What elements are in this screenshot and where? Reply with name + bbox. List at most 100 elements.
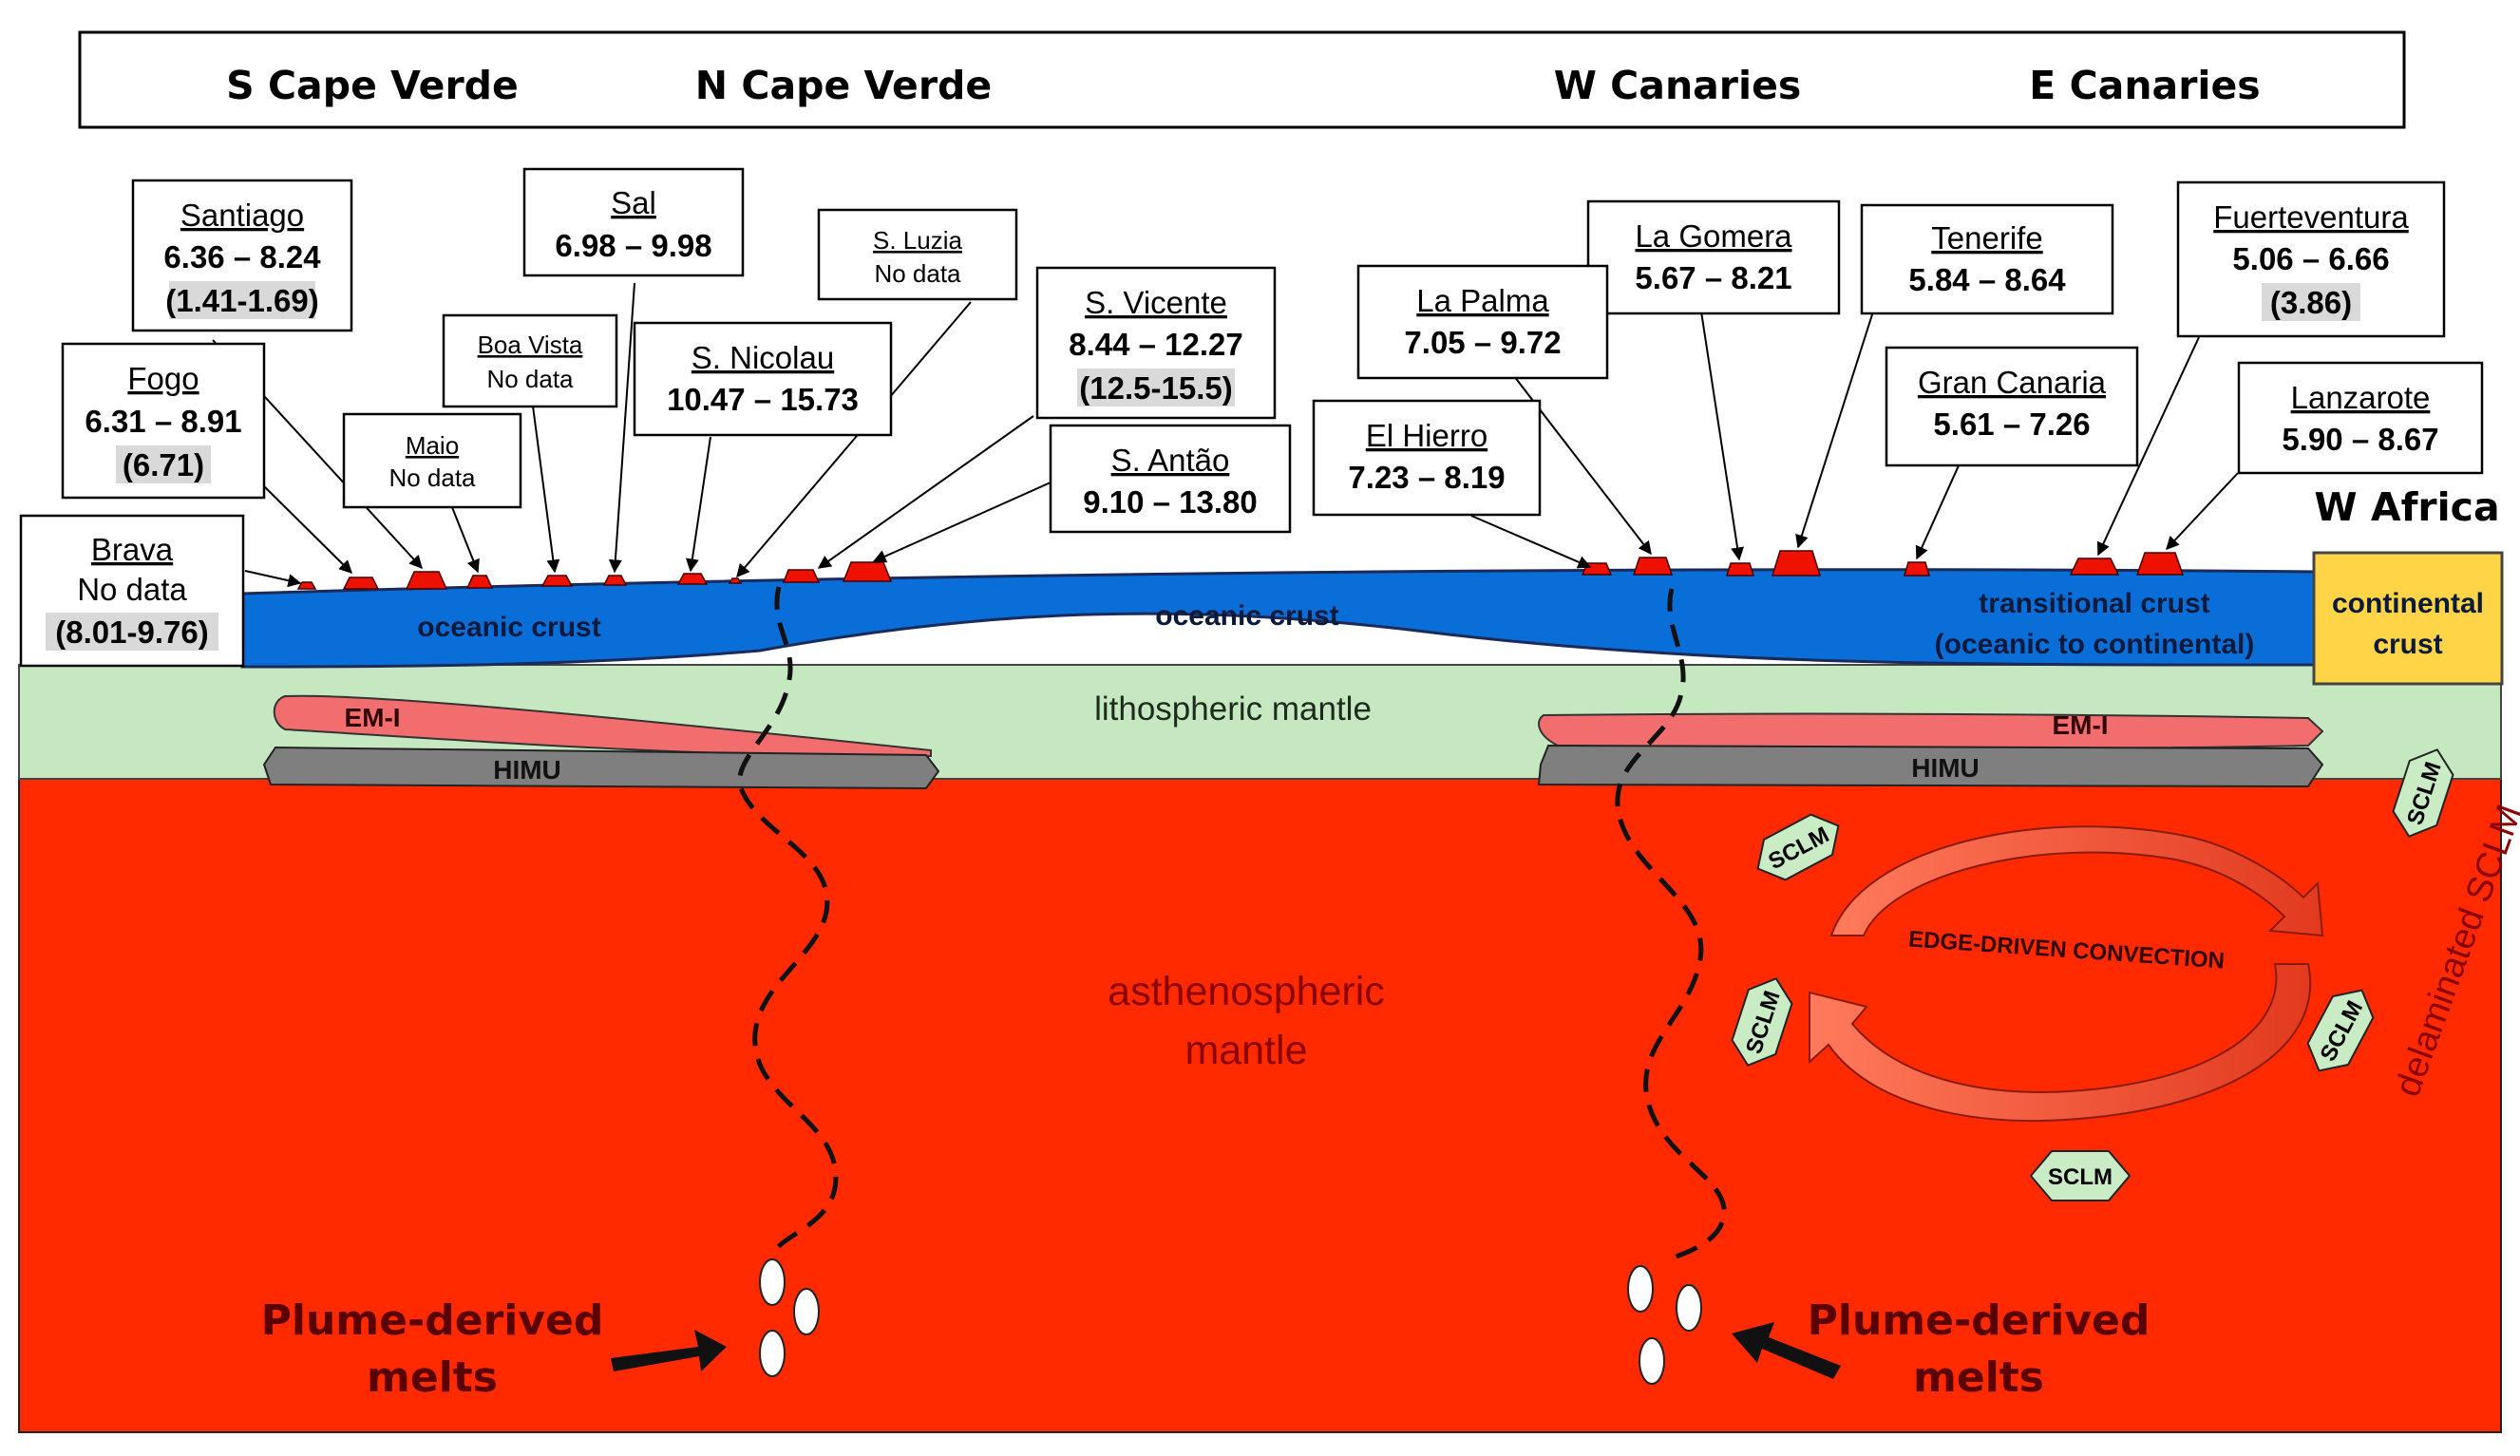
label-fuerteventura: Fuerteventura 5.06 – 6.66 (3.86) [2176, 180, 2446, 338]
island-name: La Palma [1416, 283, 1549, 318]
em1-label-right: EM-I [2052, 710, 2108, 740]
convection-arrow-bottom [1809, 963, 2311, 1123]
leader-line [608, 282, 635, 574]
island-name: La Gomera [1635, 218, 1792, 254]
label-santiago: Santiago 6.36 – 8.24 (1.41-1.69) [131, 179, 353, 332]
island-name: El Hierro [1366, 418, 1487, 453]
island-cone [1632, 557, 1674, 576]
melt-arrow-right [1732, 1322, 1841, 1379]
island-name: Santiago [180, 198, 304, 233]
leader-line [2096, 336, 2200, 557]
island-range: 8.44 – 12.27 [1069, 327, 1243, 362]
island-extra: (6.71) [123, 447, 204, 482]
sclm-block: SCLM [2392, 748, 2454, 838]
island-range: 7.23 – 8.19 [1348, 460, 1505, 495]
island-cone [782, 569, 821, 583]
label-s-antao: S. Antão 9.10 – 13.80 [1049, 424, 1292, 534]
label-sal: Sal 6.98 – 9.98 [522, 167, 745, 277]
island-name: Maio [406, 431, 459, 460]
himu-reservoir-right [1537, 744, 2324, 788]
leader-line [531, 398, 560, 574]
island-note: No data [874, 259, 961, 288]
melt-droplet [1639, 1337, 1665, 1385]
label-s-nicolau: S. Nicolau 10.47 – 15.73 [633, 321, 893, 437]
island-range: 5.67 – 8.21 [1635, 260, 1791, 295]
island-cone [602, 575, 628, 586]
lithospheric-mantle-label: lithospheric mantle [1094, 690, 1372, 728]
label-maio: Maio No data [342, 412, 522, 509]
leader-line [261, 483, 352, 574]
sclm-block: SCLM [1731, 977, 1793, 1067]
island-name: Fuerteventura [2213, 199, 2409, 235]
continental-crust-label-1: continental [2332, 588, 2484, 619]
asthenospheric-label-1: asthenospheric [1108, 969, 1385, 1014]
leader-line [2166, 472, 2239, 551]
header-s-cape-verde: S Cape Verde [226, 63, 519, 108]
island-cone [676, 573, 709, 585]
island-extra: (1.41-1.69) [165, 283, 318, 318]
melts-label-right-1: Plume-derived [1808, 1296, 2151, 1345]
melt-droplet [759, 1258, 786, 1306]
leader-line [1795, 311, 1874, 549]
label-s-vicente: S. Vicente 8.44 – 12.27 (12.5-15.5) [1035, 266, 1277, 420]
island-cone [296, 581, 317, 590]
label-gran-canaria: Gran Canaria 5.61 – 7.26 [1885, 346, 2139, 467]
island-note: No data [77, 572, 187, 607]
island-cone [1771, 550, 1822, 577]
label-el-hierro: El Hierro 7.23 – 8.19 [1312, 399, 1542, 517]
header-e-canaries: E Canaries [2029, 63, 2260, 108]
leader-line [1470, 515, 1592, 569]
island-cone [2069, 558, 2120, 576]
label-boa-vista: Boa Vista No data [442, 313, 618, 408]
island-range: 6.36 – 8.24 [163, 239, 321, 274]
island-name: Boa Vista [478, 331, 583, 359]
himu-label-left: HIMU [493, 755, 561, 785]
island-extra: (12.5-15.5) [1079, 370, 1232, 406]
w-africa-label: W Africa [2314, 484, 2499, 530]
island-name: Brava [91, 532, 174, 567]
island-name: Tenerife [1931, 220, 2042, 255]
leader-line [685, 436, 711, 573]
island-name: Fogo [127, 361, 199, 396]
label-brava: Brava No data (8.01-9.76) [19, 514, 245, 668]
plume-conduit-right [1615, 588, 1727, 1261]
asthenospheric-label-2: mantle [1184, 1028, 1307, 1073]
oceanic-crust-label-left: oceanic crust [417, 612, 600, 643]
label-fogo: Fogo 6.31 – 8.91 (6.71) [61, 342, 266, 500]
continental-crust-block [2312, 551, 2504, 686]
label-s-luzia: S. Luzia No data [817, 208, 1018, 301]
island-note: No data [388, 463, 476, 492]
leader-line [817, 415, 1034, 569]
himu-label-right: HIMU [1911, 753, 1980, 783]
transitional-crust-label-1: transitional crust [1979, 588, 2209, 619]
melt-droplet [1676, 1284, 1702, 1332]
island-cone [405, 571, 448, 590]
island-name: S. Vicente [1085, 285, 1227, 320]
label-lanzarote: Lanzarote 5.90 – 8.67 [2237, 361, 2484, 475]
continental-crust-label-2: crust [2373, 629, 2442, 660]
island-cone [1725, 562, 1755, 577]
island-cone [842, 561, 893, 582]
island-name: S. Luzia [873, 226, 962, 255]
header-banner [78, 30, 2406, 129]
melt-arrow-left [611, 1330, 727, 1371]
island-range: 5.90 – 8.67 [2282, 422, 2438, 457]
melt-droplet [759, 1330, 786, 1377]
melts-label-right-2: melts [1913, 1353, 2044, 1402]
label-la-palma: La Palma 7.05 – 9.72 [1356, 264, 1609, 380]
island-note: No data [486, 365, 574, 393]
leader-line [1700, 311, 1745, 561]
himu-reservoir-left [262, 746, 940, 790]
melts-label-left-2: melts [367, 1353, 498, 1402]
island-name: S. Nicolau [692, 340, 834, 375]
header-w-canaries: W Canaries [1554, 63, 1802, 108]
svg-text:SCLM: SCLM [2048, 1164, 2113, 1190]
island-cone [1904, 561, 1930, 577]
label-la-gomera: La Gomera 5.67 – 8.21 [1586, 199, 1841, 315]
transitional-crust-label-2: (oceanic to continental) [1935, 629, 2255, 660]
convection-arrow-top [1829, 825, 2324, 937]
island-range: 7.05 – 9.72 [1404, 325, 1561, 360]
sclm-block: SCLM [2029, 1150, 2132, 1201]
leader-line [872, 482, 1052, 563]
